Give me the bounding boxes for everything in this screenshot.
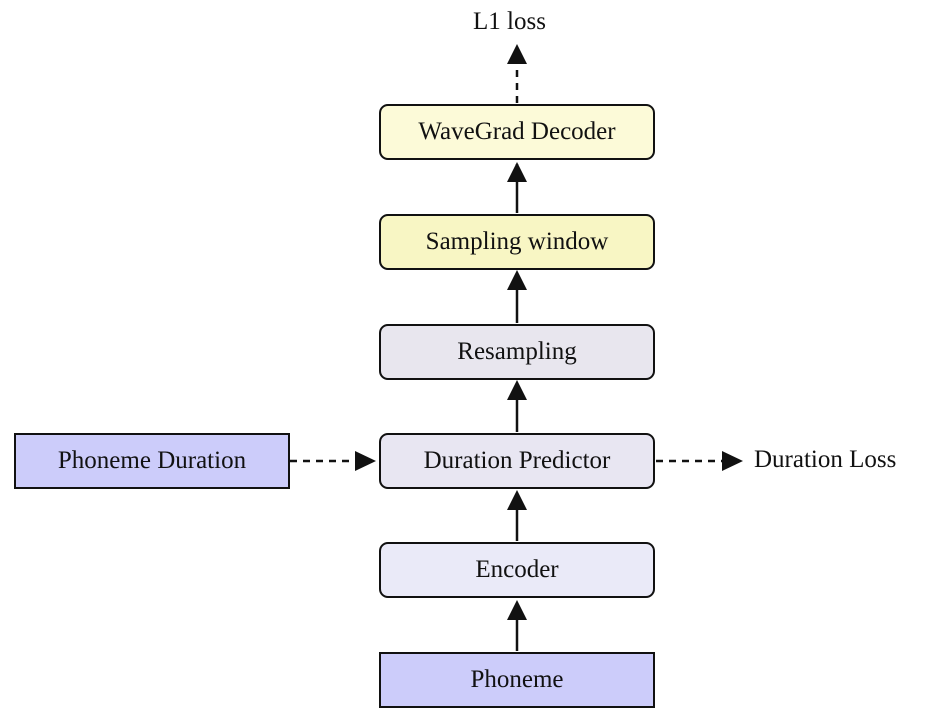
- wavegrad-decoder-label: WaveGrad Decoder: [418, 118, 616, 145]
- arrowhead-sampling-window: [507, 270, 527, 290]
- arrowhead-l1-loss: [507, 44, 527, 64]
- duration-loss-label: Duration Loss: [754, 446, 897, 473]
- phoneme-duration-node: Phoneme Duration: [14, 433, 290, 489]
- wavegrad-decoder-node: WaveGrad Decoder: [379, 104, 655, 160]
- arrowhead-resampling: [507, 380, 527, 400]
- arrowhead-duration-loss: [722, 451, 743, 471]
- sampling-window-label: Sampling window: [425, 228, 609, 255]
- arrowhead-duration-predictor-left: [355, 451, 376, 471]
- arrowhead-decoder: [507, 162, 527, 182]
- phoneme-duration-label: Phoneme Duration: [57, 447, 247, 474]
- phoneme-node: Phoneme: [379, 652, 655, 708]
- encoder-label: Encoder: [475, 556, 559, 583]
- duration-predictor-label: Duration Predictor: [423, 447, 611, 474]
- resampling-node: Resampling: [379, 324, 655, 380]
- arrowhead-duration-predictor: [507, 490, 527, 510]
- encoder-node: Encoder: [379, 542, 655, 598]
- l1-loss-label: L1 loss: [473, 8, 546, 35]
- arrowhead-encoder: [507, 600, 527, 620]
- sampling-window-node: Sampling window: [379, 214, 655, 270]
- resampling-label: Resampling: [457, 338, 577, 365]
- phoneme-label: Phoneme: [470, 666, 564, 693]
- duration-predictor-node: Duration Predictor: [379, 433, 655, 489]
